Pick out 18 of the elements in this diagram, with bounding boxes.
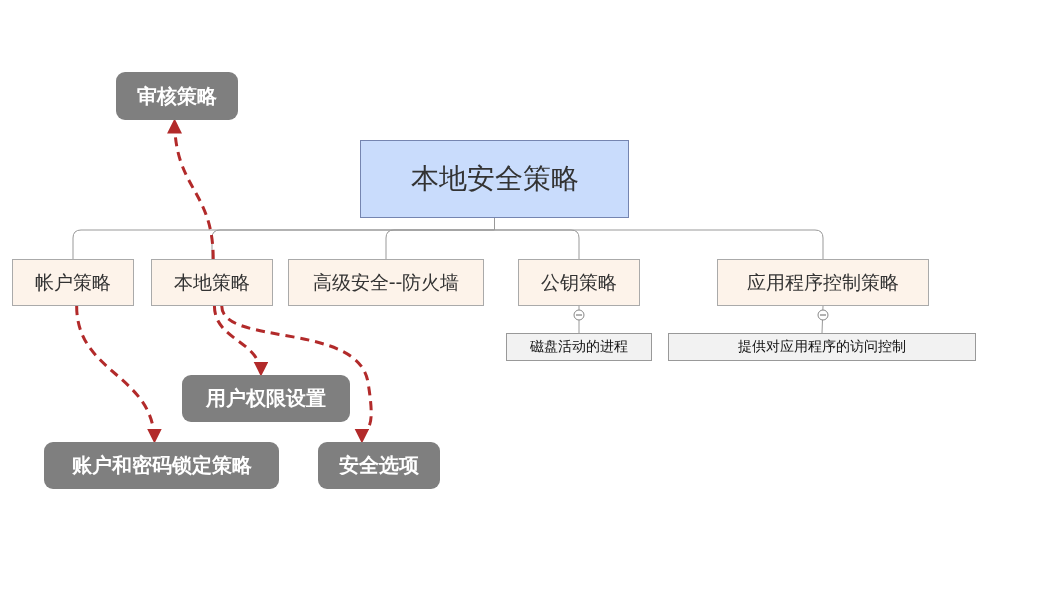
note-box: 磁盘活动的进程	[506, 333, 652, 361]
category-box: 本地策略	[151, 259, 273, 306]
dashed-arrow	[167, 118, 215, 260]
topic-box: 账户和密码锁定策略	[44, 442, 279, 489]
dashed-arrow	[212, 305, 267, 377]
connector-line	[821, 305, 824, 334]
category-box: 高级安全--防火墙	[288, 259, 484, 306]
category-box: 应用程序控制策略	[717, 259, 929, 306]
topic-box: 用户权限设置	[182, 375, 350, 422]
note-box: 提供对应用程序的访问控制	[668, 333, 976, 361]
topic-box: 安全选项	[318, 442, 440, 489]
category-box: 帐户策略	[12, 259, 134, 306]
dashed-arrow	[220, 305, 373, 444]
category-box: 公钥策略	[518, 259, 640, 306]
connector-line	[578, 305, 580, 334]
title-box: 本地安全策略	[360, 140, 629, 218]
topic-box: 审核策略	[116, 72, 238, 120]
dashed-arrow	[75, 305, 161, 444]
